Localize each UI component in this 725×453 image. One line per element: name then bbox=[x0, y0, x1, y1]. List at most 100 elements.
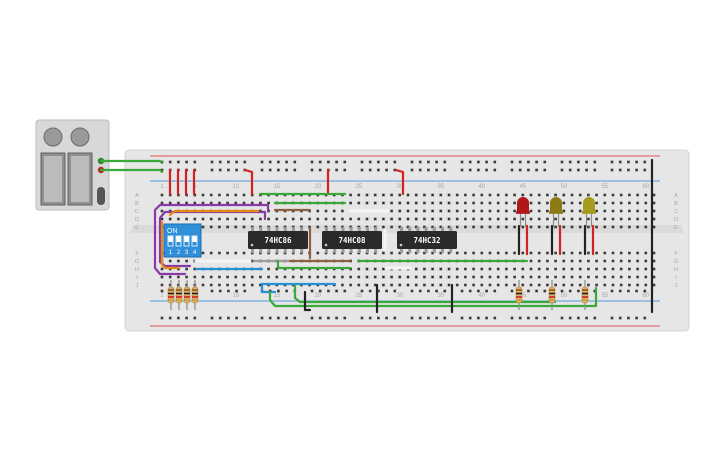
chip-74hc86[interactable]: 74HC86 bbox=[248, 227, 308, 253]
breadboard-hole[interactable] bbox=[537, 251, 541, 255]
wire-red-chip1-vcc[interactable] bbox=[243, 168, 254, 196]
breadboard-hole[interactable] bbox=[357, 217, 361, 221]
breadboard-hole[interactable] bbox=[480, 267, 484, 271]
breadboard-hole[interactable] bbox=[619, 209, 623, 213]
breadboard-hole[interactable] bbox=[201, 275, 205, 279]
breadboard-hole[interactable] bbox=[431, 201, 434, 205]
breadboard-hole[interactable] bbox=[562, 267, 566, 271]
resistor[interactable] bbox=[515, 280, 523, 310]
breadboard-hole[interactable] bbox=[365, 267, 369, 271]
breadboard-hole[interactable] bbox=[365, 217, 369, 221]
breadboard-hole[interactable] bbox=[472, 209, 475, 213]
breadboard-hole[interactable] bbox=[431, 193, 434, 197]
breadboard-hole[interactable] bbox=[209, 225, 213, 229]
breadboard-hole[interactable] bbox=[423, 225, 426, 229]
breadboard-hole[interactable] bbox=[603, 201, 607, 205]
breadboard-hole[interactable] bbox=[644, 259, 648, 263]
breadboard-hole[interactable] bbox=[529, 209, 533, 213]
wire-orange-2[interactable] bbox=[160, 220, 180, 270]
breadboard-hole[interactable] bbox=[398, 201, 402, 205]
breadboard-hole[interactable] bbox=[628, 193, 631, 197]
breadboard-hole[interactable] bbox=[357, 275, 361, 279]
breadboard-hole[interactable] bbox=[496, 225, 500, 229]
breadboard-hole[interactable] bbox=[439, 209, 443, 213]
breadboard-hole[interactable] bbox=[488, 275, 492, 279]
breadboard-hole[interactable] bbox=[259, 201, 262, 205]
breadboard-hole[interactable] bbox=[406, 251, 410, 255]
breadboard-hole[interactable] bbox=[455, 275, 459, 279]
breadboard-hole[interactable] bbox=[259, 275, 262, 279]
breadboard-hole[interactable] bbox=[537, 225, 541, 229]
breadboard-hole[interactable] bbox=[250, 283, 254, 287]
breadboard-hole[interactable] bbox=[185, 201, 188, 205]
breadboard-hole[interactable] bbox=[168, 259, 172, 263]
breadboard-hole[interactable] bbox=[398, 225, 402, 229]
breadboard-hole[interactable] bbox=[160, 209, 164, 213]
breadboard-hole[interactable] bbox=[628, 251, 631, 255]
breadboard-hole[interactable] bbox=[529, 217, 533, 221]
breadboard-hole[interactable] bbox=[390, 217, 393, 221]
breadboard-hole[interactable] bbox=[587, 217, 590, 221]
breadboard-hole[interactable] bbox=[595, 267, 598, 271]
breadboard-hole[interactable] bbox=[226, 283, 229, 287]
breadboard-hole[interactable] bbox=[505, 209, 508, 213]
breadboard-hole[interactable] bbox=[365, 193, 369, 197]
breadboard-hole[interactable] bbox=[595, 217, 598, 221]
breadboard-hole[interactable] bbox=[382, 193, 385, 197]
resistor[interactable] bbox=[167, 280, 175, 310]
breadboard-hole[interactable] bbox=[414, 275, 418, 279]
breadboard-hole[interactable] bbox=[357, 283, 361, 287]
breadboard-hole[interactable] bbox=[414, 225, 418, 229]
breadboard-hole[interactable] bbox=[628, 209, 631, 213]
breadboard-hole[interactable] bbox=[472, 201, 475, 205]
breadboard-hole[interactable] bbox=[226, 201, 229, 205]
breadboard-hole[interactable] bbox=[505, 225, 508, 229]
wire-red-chip3-vcc[interactable] bbox=[394, 168, 405, 196]
breadboard-hole[interactable] bbox=[562, 259, 566, 263]
breadboard-hole[interactable] bbox=[537, 193, 541, 197]
breadboard-hole[interactable] bbox=[554, 251, 557, 255]
breadboard-hole[interactable] bbox=[177, 201, 180, 205]
breadboard-hole[interactable] bbox=[234, 251, 238, 255]
breadboard-hole[interactable] bbox=[628, 217, 631, 221]
breadboard-hole[interactable] bbox=[611, 259, 615, 263]
breadboard-hole[interactable] bbox=[636, 193, 639, 197]
breadboard-hole[interactable] bbox=[209, 275, 213, 279]
breadboard-hole[interactable] bbox=[185, 259, 188, 263]
breadboard-hole[interactable] bbox=[382, 283, 385, 287]
breadboard-hole[interactable] bbox=[464, 283, 467, 287]
breadboard-hole[interactable] bbox=[546, 251, 549, 255]
breadboard-hole[interactable] bbox=[636, 209, 639, 213]
breadboard-hole[interactable] bbox=[628, 275, 631, 279]
breadboard-hole[interactable] bbox=[488, 267, 492, 271]
breadboard-hole[interactable] bbox=[480, 225, 484, 229]
breadboard-hole[interactable] bbox=[554, 283, 557, 287]
breadboard-hole[interactable] bbox=[234, 275, 238, 279]
breadboard-hole[interactable] bbox=[234, 225, 238, 229]
breadboard-hole[interactable] bbox=[652, 193, 656, 197]
breadboard-hole[interactable] bbox=[636, 267, 639, 271]
breadboard-hole[interactable] bbox=[316, 275, 320, 279]
breadboard-hole[interactable] bbox=[570, 283, 574, 287]
breadboard-hole[interactable] bbox=[349, 283, 352, 287]
breadboard-hole[interactable] bbox=[177, 259, 180, 263]
breadboard-hole[interactable] bbox=[316, 217, 320, 221]
breadboard-hole[interactable] bbox=[218, 275, 221, 279]
breadboard-hole[interactable] bbox=[455, 193, 459, 197]
breadboard-hole[interactable] bbox=[619, 267, 623, 271]
breadboard-hole[interactable] bbox=[537, 259, 541, 263]
breadboard-hole[interactable] bbox=[431, 283, 434, 287]
breadboard-hole[interactable] bbox=[488, 193, 492, 197]
wire-purple-1[interactable] bbox=[153, 203, 270, 276]
breadboard-hole[interactable] bbox=[201, 193, 205, 197]
breadboard-hole[interactable] bbox=[603, 209, 607, 213]
wire-orange-1[interactable] bbox=[168, 209, 260, 217]
breadboard-hole[interactable] bbox=[283, 217, 287, 221]
breadboard-hole[interactable] bbox=[570, 209, 574, 213]
breadboard-hole[interactable] bbox=[250, 259, 254, 263]
breadboard-hole[interactable] bbox=[259, 283, 262, 287]
breadboard-hole[interactable] bbox=[439, 217, 443, 221]
breadboard-hole[interactable] bbox=[505, 201, 508, 205]
breadboard-hole[interactable] bbox=[644, 251, 648, 255]
breadboard-hole[interactable] bbox=[406, 201, 410, 205]
